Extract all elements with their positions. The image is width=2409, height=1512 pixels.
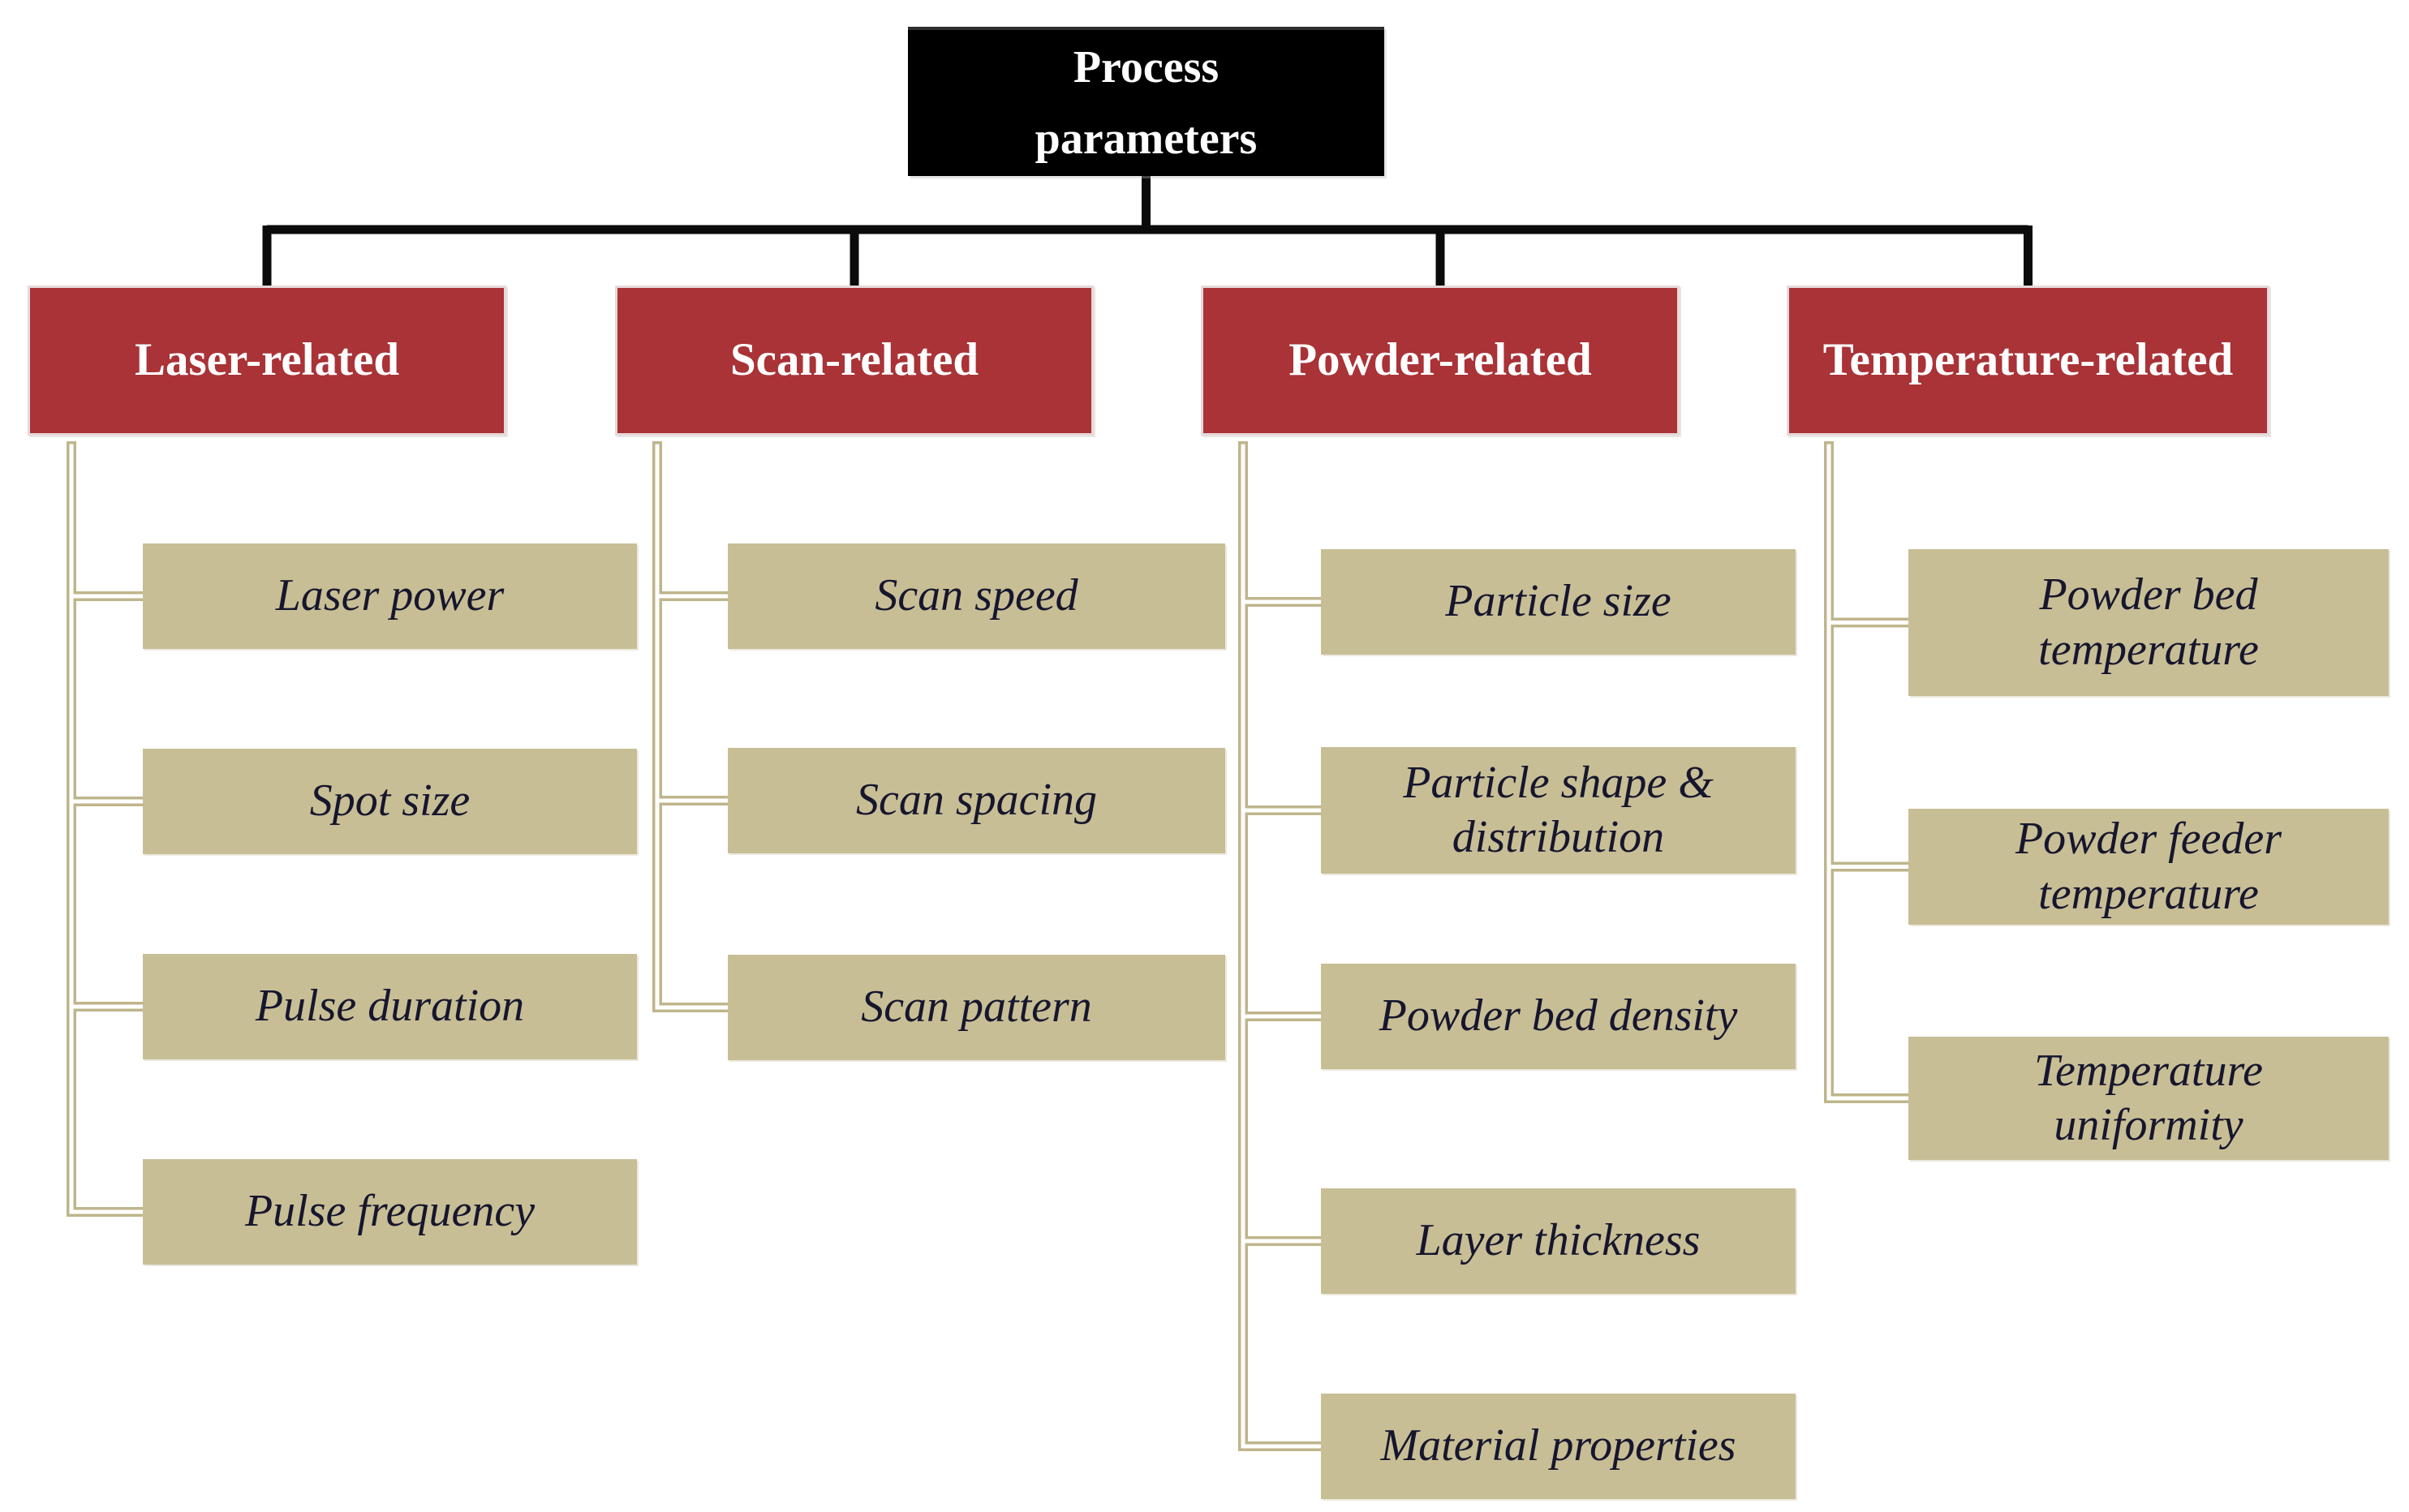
- category-node-powder-related: Powder-related: [1201, 286, 1680, 436]
- child-node-particle-size: Particle size: [1321, 549, 1796, 655]
- connector-path: [655, 444, 733, 1010]
- connector-path: [1824, 441, 1916, 1103]
- child-node-powder-feeder-temperature: Powder feeder temperature: [1908, 809, 2389, 925]
- connector-path: [1241, 444, 1327, 1449]
- connector-path: [652, 441, 736, 1012]
- connector-path: [1238, 441, 1329, 1451]
- connector-path: [1826, 444, 1914, 1101]
- connector-path: [67, 441, 151, 1217]
- child-node-spot-size: Spot size: [143, 749, 637, 854]
- child-node-scan-speed: Scan speed: [728, 543, 1225, 649]
- child-node-pulse-duration: Pulse duration: [143, 954, 637, 1059]
- child-node-laser-power: Laser power: [143, 543, 637, 649]
- connector-path: [69, 444, 148, 1214]
- child-node-material-properties: Material properties: [1321, 1394, 1796, 1499]
- category-node-laser-related: Laser-related: [28, 286, 506, 436]
- child-node-pulse-frequency: Pulse frequency: [143, 1159, 637, 1265]
- child-node-powder-bed-temperature: Powder bed temperature: [1908, 549, 2389, 696]
- child-node-powder-bed-density: Powder bed density: [1321, 964, 1796, 1069]
- child-node-particle-shape-distribution: Particle shape & distribution: [1321, 747, 1796, 874]
- child-node-layer-thickness: Layer thickness: [1321, 1188, 1796, 1294]
- connector-path: [262, 176, 2033, 286]
- root-node-process-parameters: Process parameters: [908, 27, 1384, 176]
- child-node-scan-pattern: Scan pattern: [728, 955, 1225, 1060]
- category-node-temperature-related: Temperature-related: [1787, 286, 2269, 436]
- category-node-scan-related: Scan-related: [615, 286, 1094, 436]
- child-node-scan-spacing: Scan spacing: [728, 748, 1225, 853]
- child-node-temperature-uniformity: Temperature uniformity: [1908, 1037, 2389, 1160]
